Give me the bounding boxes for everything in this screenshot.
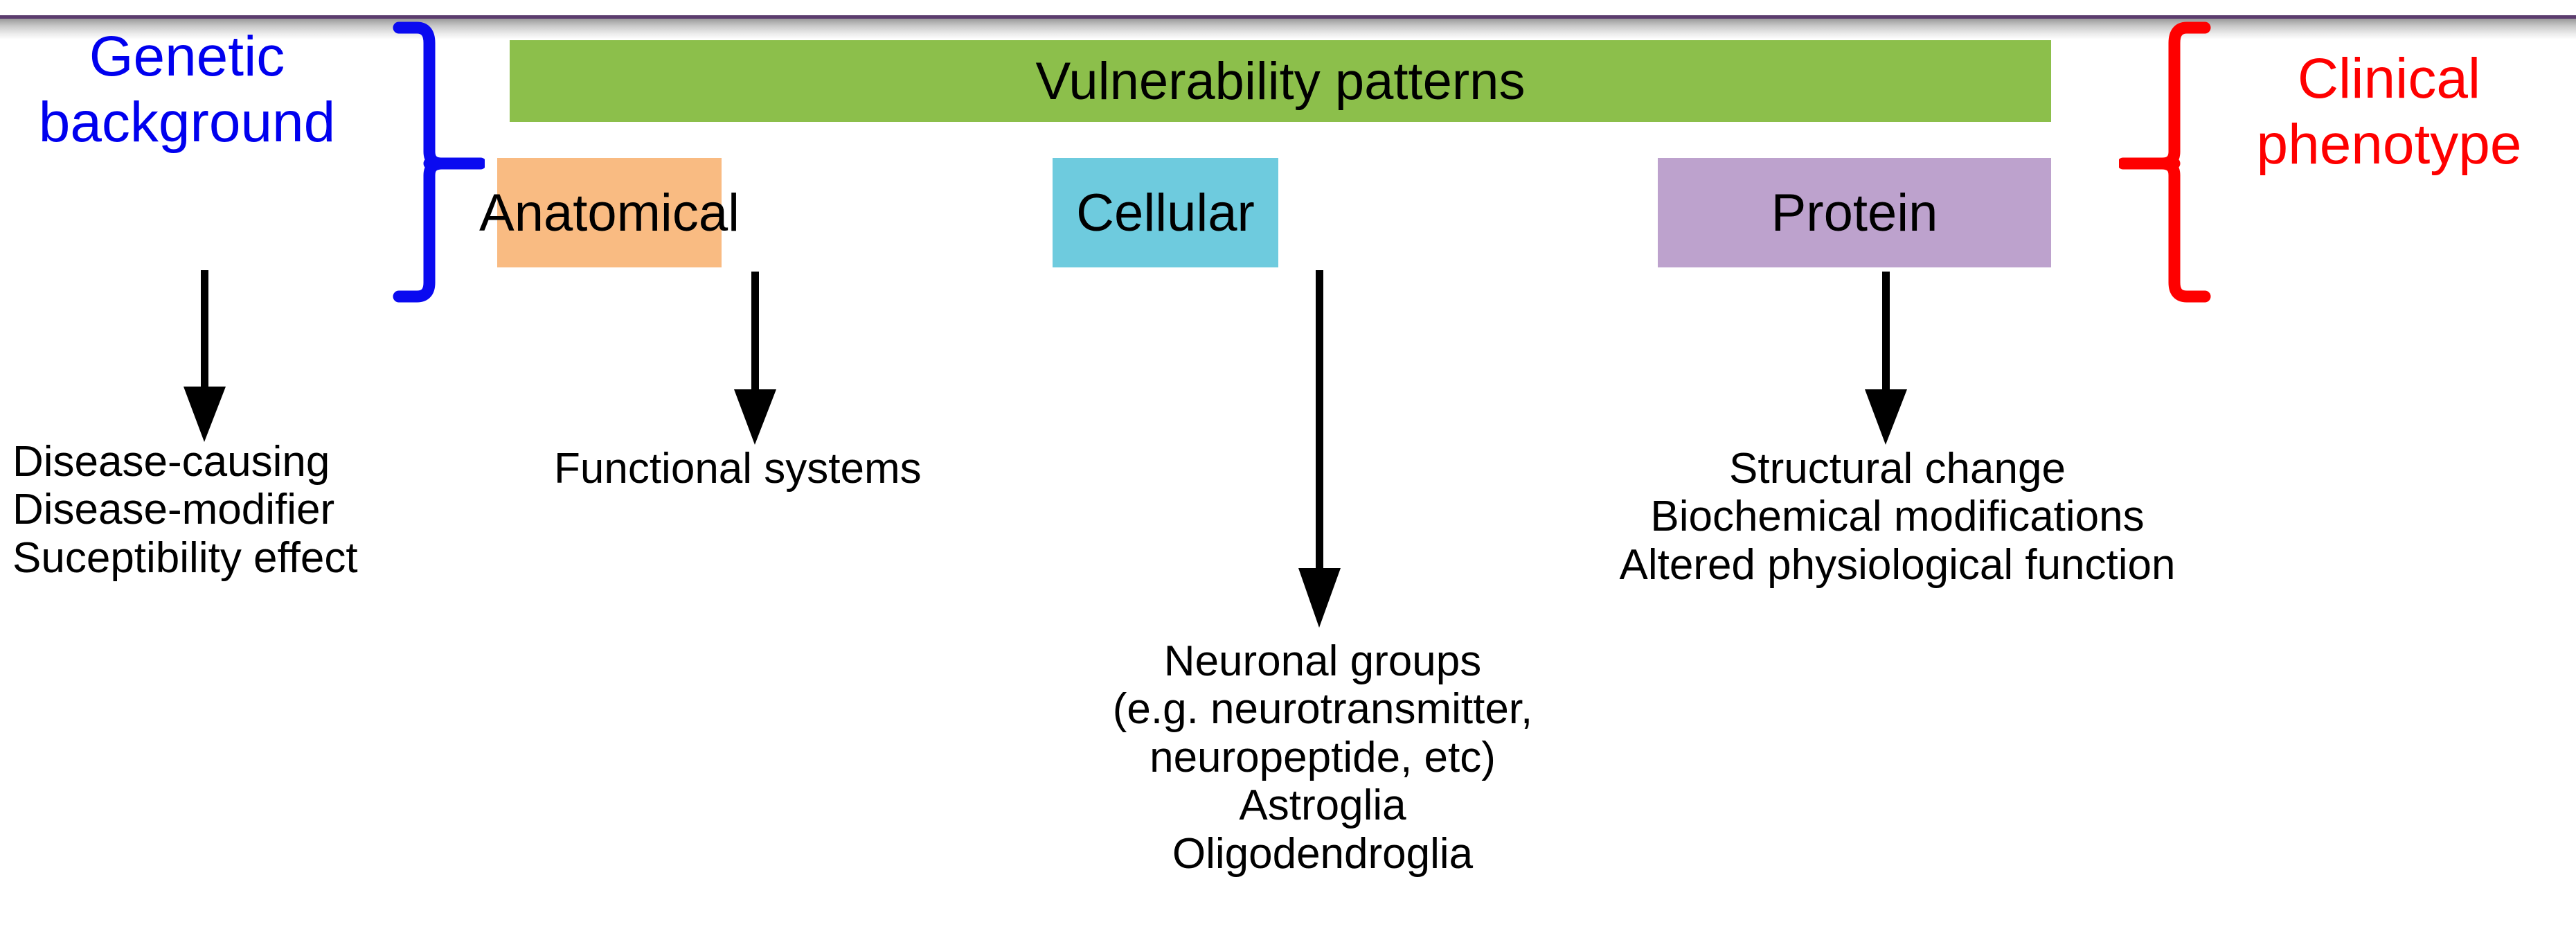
level-box-protein: Protein <box>1658 158 2051 267</box>
genetic-background-brace-icon <box>393 21 485 303</box>
genetic-background-label: Genetic background <box>38 25 336 154</box>
vulnerability-patterns-banner: Vulnerability patterns <box>510 40 2051 122</box>
arrow-down-genetic-icon <box>184 270 226 442</box>
cellular-outcomes-text: Neuronal groups (e.g. neurotransmitter, … <box>1112 637 1533 878</box>
arrow-down-anatomical-icon <box>734 272 776 445</box>
clinical-phenotype-brace-icon <box>2119 21 2211 303</box>
arrow-down-cellular-icon <box>1298 270 1341 628</box>
level-box-cellular: Cellular <box>1053 158 1278 267</box>
genetic-outcomes-text: Disease-causing Disease-modifier Sucepti… <box>12 438 358 582</box>
protein-outcomes-text: Structural change Biochemical modificati… <box>1619 445 2176 589</box>
level-box-anatomical: Anatomical <box>479 158 740 267</box>
clinical-phenotype-label: Clinical phenotype <box>2256 47 2522 177</box>
slide-top-rule <box>0 15 2576 19</box>
arrow-down-protein-icon <box>1865 272 1907 445</box>
anatomical-outcome-text: Functional systems <box>554 445 922 493</box>
